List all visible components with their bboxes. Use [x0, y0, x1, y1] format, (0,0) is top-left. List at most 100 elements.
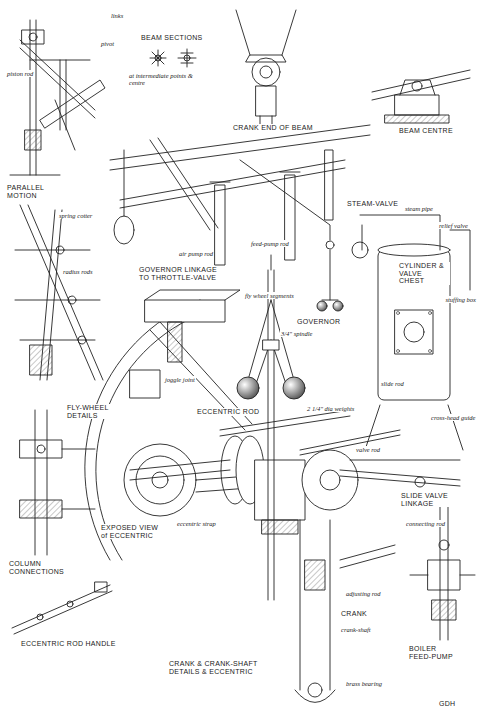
- governor-stroke: [283, 377, 305, 399]
- governor: [237, 250, 343, 600]
- part-note: joggle joint: [164, 376, 196, 383]
- crank-stroke: [340, 545, 395, 568]
- beam-centre-bearing-stroke: [372, 70, 470, 100]
- part-note: pivot: [100, 40, 115, 47]
- part-note: fly wheel segments: [244, 292, 295, 299]
- column-connections-stroke: [37, 445, 45, 453]
- part-note: eccentric strap: [176, 520, 217, 527]
- fly-wheel: [85, 290, 252, 560]
- crank-end-of-beam-stroke: [246, 55, 286, 62]
- fly-wheel-stroke: [130, 370, 160, 398]
- column-connections-stroke: [35, 410, 47, 555]
- eccentric-rod-handle-stroke: [67, 601, 73, 607]
- crank-shaft-eccentric-stroke: [320, 470, 340, 490]
- fly-wheel-stroke: [145, 290, 240, 300]
- governor-linkage-beams-stroke: [326, 241, 334, 249]
- crank-end-of-beam-stroke: [260, 66, 272, 78]
- governor-linkage-beams-stroke: [325, 150, 333, 220]
- parallel-motion-top-stroke: [22, 30, 44, 44]
- eccentric-rod-handle-stroke: [37, 614, 43, 620]
- parallel-motion-lower-stroke: [15, 250, 100, 340]
- section-title: ECCENTRIC ROD: [196, 408, 260, 416]
- part-note: radius rods: [62, 268, 94, 275]
- parallel-motion-top-stroke: [10, 100, 75, 175]
- crank-shaft-eccentric-stroke: [255, 460, 305, 520]
- parallel-motion-lower-stroke: [30, 345, 52, 375]
- cylinder-valve-chest-stroke: [404, 322, 424, 342]
- crank-shaft-eccentric-stroke: [136, 456, 184, 504]
- crank-shaft-eccentric-stroke: [124, 444, 196, 516]
- part-note: links: [110, 12, 124, 19]
- governor-stroke: [237, 377, 259, 399]
- part-note: spring cotter: [58, 212, 93, 219]
- crank-shaft-eccentric-stroke: [152, 472, 168, 488]
- cylinder-valve-chest-stroke: [397, 312, 432, 353]
- part-note: relief valve: [438, 222, 469, 229]
- crank-end-of-beam: [236, 10, 296, 125]
- governor-stroke: [248, 300, 294, 384]
- boiler-feed-pump-stroke: [428, 560, 460, 590]
- section-title: GOVERNOR LINKAGE TO THROTTLE-VALVE: [138, 266, 220, 281]
- governor-linkage-beams-stroke: [240, 160, 330, 240]
- column-connections-stroke: [20, 440, 62, 458]
- part-note: 3/4" spindle: [280, 330, 313, 337]
- part-note: crank-shaft: [340, 626, 372, 633]
- part-note: connecting rod: [405, 520, 446, 527]
- governor-linkage-beams-stroke: [285, 175, 295, 260]
- crank-shaft-eccentric-stroke: [300, 430, 400, 455]
- section-title: CRANK END OF BEAM: [232, 124, 314, 132]
- governor-stroke: [271, 255, 272, 270]
- governor-linkage-beams-stroke: [114, 216, 134, 244]
- parallel-motion-top: [10, 20, 105, 175]
- section-title: CRANK & CRANK-SHAFT DETAILS & ECCENTRIC: [168, 660, 280, 675]
- part-note: feed-pump rod: [250, 240, 290, 247]
- part-note: brass bearing: [345, 680, 383, 687]
- parallel-motion-lower-stroke: [78, 336, 86, 344]
- column-connections-stroke: [20, 500, 62, 518]
- beam-sections-stroke: [178, 49, 196, 67]
- cylinder-valve-chest: [340, 215, 470, 487]
- crank-shaft-eccentric-stroke: [262, 520, 298, 534]
- beam-sections: [150, 49, 196, 67]
- crank-end-of-beam-stroke: [236, 10, 296, 55]
- section-title: CYLINDER & VALVE CHEST: [398, 262, 450, 285]
- part-note: slide rod: [380, 380, 405, 387]
- governor-stroke: [268, 270, 274, 600]
- section-title: PARALLEL MOTION: [6, 184, 68, 199]
- governor-linkage-beams-stroke: [215, 185, 225, 265]
- engine-illustration-stroke: [10, 10, 475, 703]
- section-title: STEAM-VALVE: [346, 200, 399, 208]
- crank-stroke: [300, 520, 330, 690]
- part-note: piston rod: [6, 70, 34, 77]
- column-connections: [20, 410, 95, 555]
- governor-linkage-beams-stroke: [150, 138, 218, 230]
- beam-sections-stroke: [184, 55, 190, 61]
- boiler-feed-pump-stroke: [432, 600, 456, 620]
- section-title: BOILER FEED-PUMP: [408, 645, 460, 660]
- crank: [295, 520, 395, 703]
- cylinder-valve-chest-stroke: [340, 470, 460, 486]
- section-title: SLIDE VALVE LINKAGE: [400, 492, 457, 507]
- cylinder-valve-chest-stroke-stroke: [429, 350, 432, 353]
- beam-centre-bearing: [372, 70, 470, 123]
- parallel-motion-top-stroke: [25, 130, 41, 150]
- crank-stroke: [295, 690, 335, 703]
- fly-wheel-stroke: [130, 322, 252, 480]
- cylinder-valve-chest-stroke: [378, 244, 450, 256]
- parallel-motion-top-stroke: [29, 33, 37, 41]
- section-title: BEAM SECTIONS: [140, 34, 203, 42]
- governor-linkage-beams-stroke: [124, 150, 125, 216]
- crank-shaft-eccentric-stroke: [302, 450, 358, 510]
- beam-centre-bearing-stroke: [395, 95, 439, 115]
- section-title: COLUMN CONNECTIONS: [8, 560, 70, 575]
- part-note: steam pipe: [404, 205, 434, 212]
- governor-linkage-beams-stroke: [110, 125, 370, 208]
- section-title: ECCENTRIC ROD HANDLE: [20, 640, 117, 648]
- parallel-motion-lower-stroke: [68, 296, 76, 304]
- crank-stroke: [308, 683, 322, 697]
- parallel-motion-lower-stroke: [20, 205, 103, 380]
- parallel-motion-lower-stroke: [56, 246, 64, 254]
- part-note: valve rod: [355, 446, 381, 453]
- governor-stroke: [322, 250, 338, 300]
